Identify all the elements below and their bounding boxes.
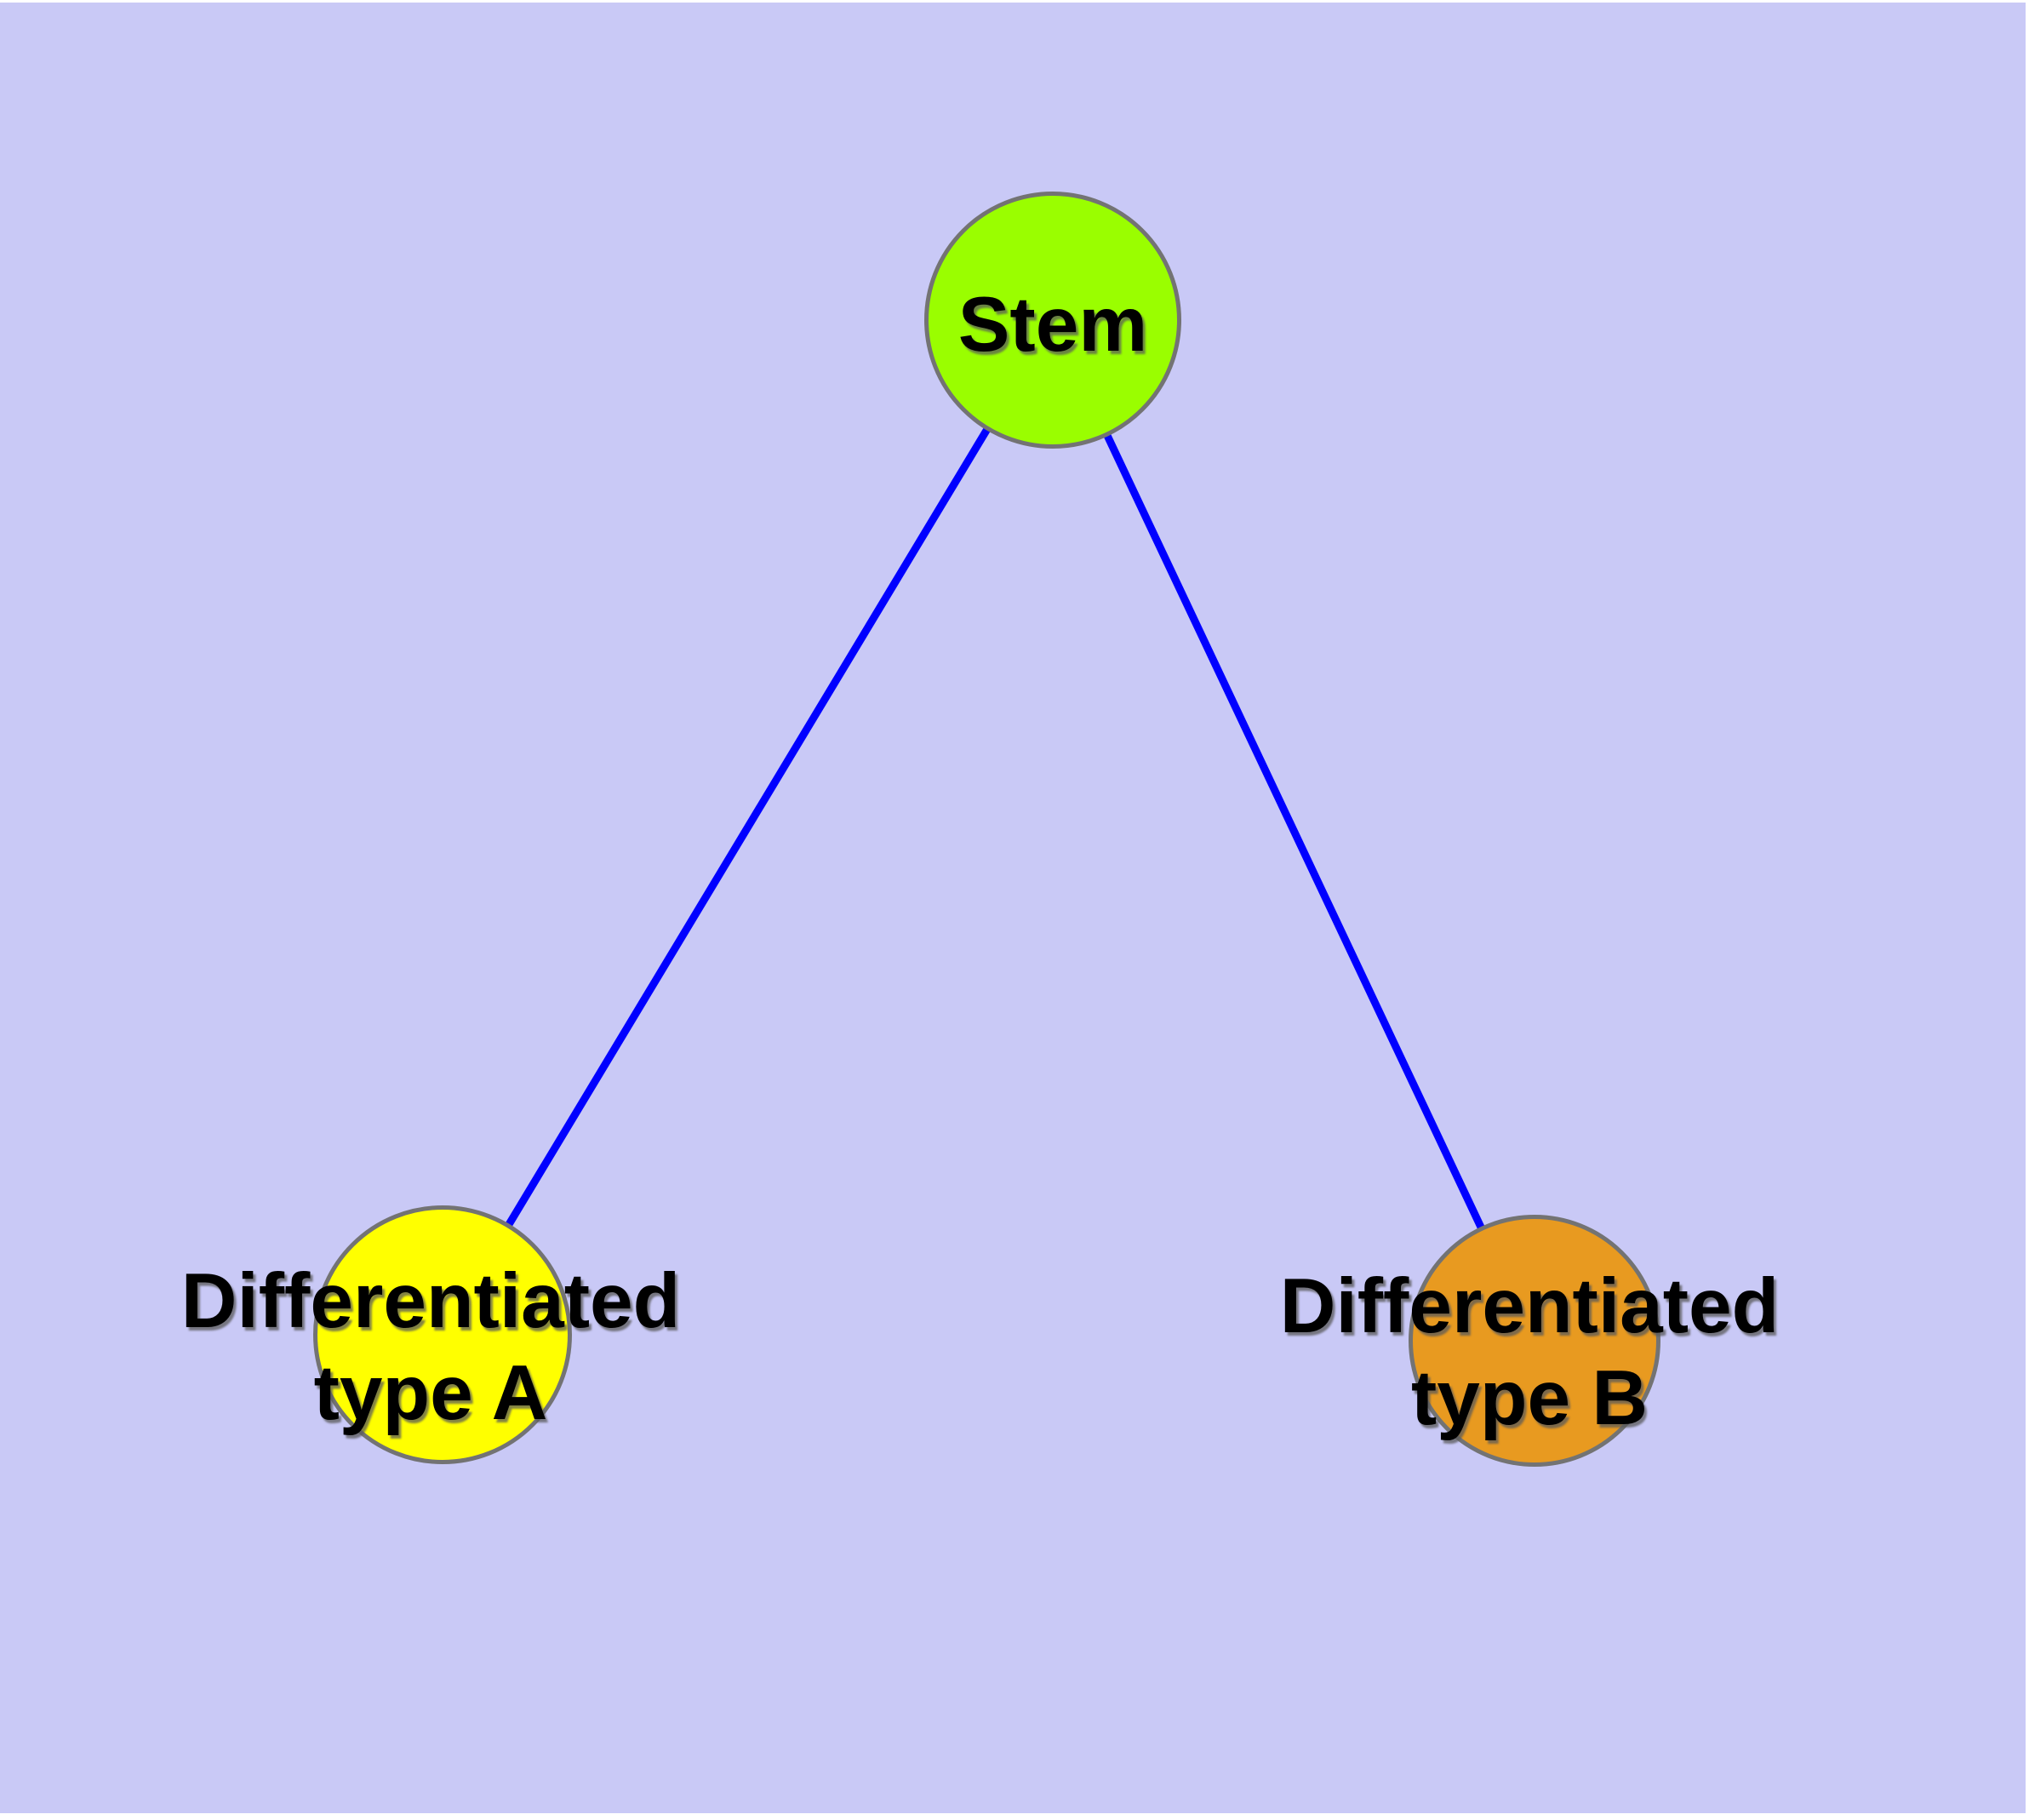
edge-layer	[439, 318, 1539, 1342]
node-label-stem: Stem	[958, 279, 1148, 371]
edge-stem-to-type-a	[439, 318, 1056, 1337]
node-differentiated-type-a	[313, 1205, 572, 1464]
label-line: Stem	[957, 282, 1148, 368]
edge-stem-to-type-b	[1049, 318, 1539, 1342]
label-line: type A	[313, 1350, 548, 1436]
label-line: Differentiated	[180, 1258, 681, 1344]
label-line: type B	[1410, 1355, 1649, 1441]
node-stem	[924, 192, 1181, 449]
node-label-differentiated-type-b: Differentiated type B	[1280, 1261, 1780, 1445]
node-differentiated-type-b	[1409, 1215, 1660, 1467]
label-line: Differentiated	[1279, 1263, 1780, 1349]
node-label-differentiated-type-a: Differentiated type A	[181, 1256, 681, 1439]
plot-canvas: Stem Differentiated type A Differentiate…	[0, 3, 2026, 1813]
